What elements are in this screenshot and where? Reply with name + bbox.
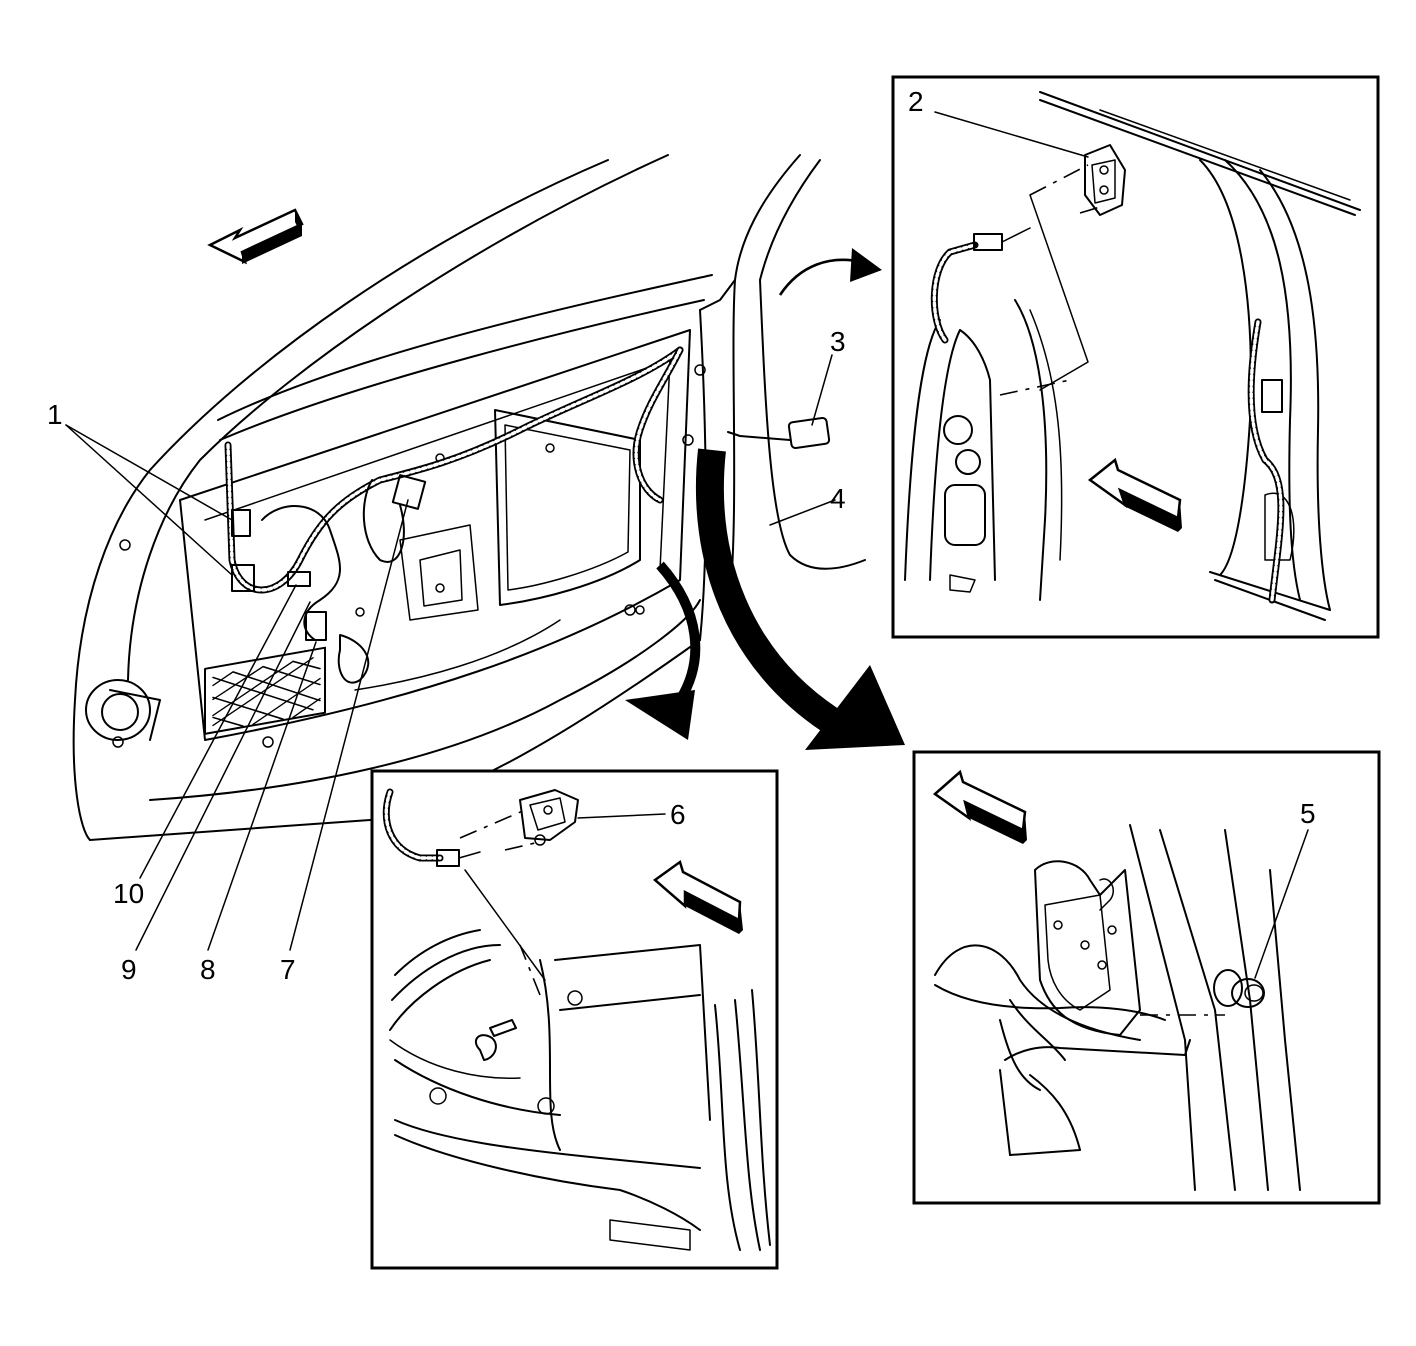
grommet-5: [1213, 969, 1265, 1008]
callout-1: 1: [47, 399, 63, 430]
connector-1-lower: [231, 564, 255, 592]
panel-holes: [112, 364, 706, 748]
main-door-view: [65, 154, 866, 951]
detail-panel-sensor-6: [370, 769, 779, 1270]
callout-labels: 1 2 3 4 5 6 7 8 9 10: [47, 86, 1316, 985]
speaker-grille: [212, 657, 321, 727]
callout-8: 8: [200, 954, 216, 985]
callout-4: 4: [830, 483, 846, 514]
callout-9: 9: [121, 954, 137, 985]
connector-9: [287, 571, 311, 587]
curved-solid-arrow-icon: [625, 248, 905, 750]
connector-1-upper: [231, 509, 251, 537]
connector-3: [727, 416, 831, 450]
connector-8: [305, 611, 327, 641]
hollow-3d-arrow-icon: [207, 208, 304, 265]
callout-3: 3: [830, 326, 846, 357]
connector-7: [391, 474, 427, 510]
hollow-3d-arrow-icon: [652, 859, 743, 934]
callout-5: 5: [1300, 798, 1316, 829]
detail-panel-grommet-5: [912, 750, 1381, 1205]
callout-6: 6: [670, 799, 686, 830]
callout-leaders-main: [65, 354, 836, 951]
side-impact-sensor-2: [1084, 144, 1126, 216]
detail-panel-sensor-2: [891, 75, 1380, 639]
callout-10: 10: [113, 878, 144, 909]
hollow-3d-arrow-icon: [1087, 457, 1182, 532]
callout-7: 7: [280, 954, 296, 985]
side-impact-sensor-6: [519, 789, 579, 846]
callout-2: 2: [908, 86, 924, 117]
hollow-3d-arrow-icon: [932, 769, 1027, 844]
